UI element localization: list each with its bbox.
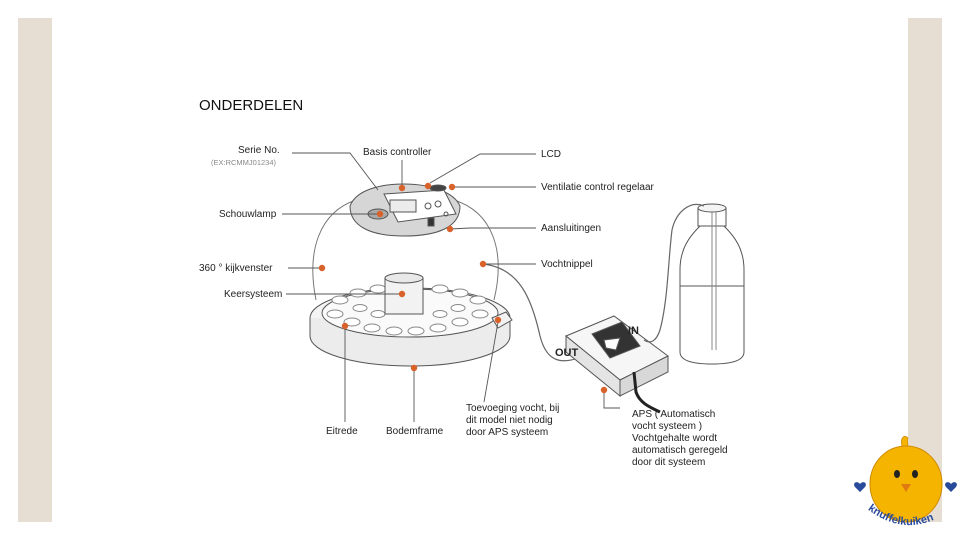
label-bodemframe: Bodemframe bbox=[386, 426, 444, 437]
marker-aansluitingen bbox=[446, 225, 454, 233]
label-aps-line-2: vocht systeem ) bbox=[632, 421, 702, 432]
label-toevoeging-line-1: Toevoeging vocht, bij bbox=[466, 403, 559, 414]
label-eitrede: Eitrede bbox=[326, 426, 358, 437]
part-markers bbox=[318, 182, 608, 394]
label-basis-controller: Basis controller bbox=[363, 147, 432, 158]
right-side-bar bbox=[908, 18, 942, 522]
label-aps-line-3: Vochtgehalte wordt bbox=[632, 433, 717, 444]
knuffelkuiken-logo: knuffelkuiken bbox=[854, 436, 957, 528]
marker-eitrede bbox=[341, 322, 349, 330]
marker-vochtnippel bbox=[479, 260, 487, 268]
marker-toevoeging bbox=[494, 316, 502, 324]
label-ventilatie: Ventilatie control regelaar bbox=[541, 182, 655, 193]
label-aps-line-1: APS ( Automatisch bbox=[632, 409, 715, 420]
water-bottle bbox=[679, 203, 745, 365]
label-vochtnippel: Vochtnippel bbox=[541, 259, 593, 270]
diagram-title: ONDERDELEN bbox=[199, 97, 303, 114]
left-side-bar bbox=[18, 18, 52, 522]
label-aps-line-4: automatisch geregeld bbox=[632, 445, 728, 456]
marker-schouwlamp bbox=[376, 210, 384, 218]
label-schouwlamp: Schouwlamp bbox=[219, 209, 277, 220]
label-aansluitingen: Aansluitingen bbox=[541, 223, 601, 234]
aps-device bbox=[565, 315, 669, 398]
water-tube-out bbox=[482, 263, 585, 362]
label-toevoeging-line-3: door APS systeem bbox=[466, 427, 548, 438]
label-toevoeging-line-2: dit model niet nodig bbox=[466, 415, 553, 426]
heart-icon bbox=[854, 482, 866, 492]
label-lcd: LCD bbox=[541, 149, 561, 160]
marker-lcd bbox=[424, 182, 432, 190]
label-out: OUT bbox=[555, 347, 579, 359]
label-serie-example: (EX:RCMMJ01234) bbox=[211, 158, 277, 167]
marker-basis-controller bbox=[398, 184, 406, 192]
leader-lines bbox=[282, 152, 620, 422]
incubator-drawing bbox=[309, 183, 513, 367]
marker-kijkvenster bbox=[318, 264, 326, 272]
marker-keersysteem bbox=[398, 290, 406, 298]
label-in: IN bbox=[628, 325, 639, 337]
heart-icon bbox=[945, 482, 957, 492]
label-kijkvenster: 360 ° kijkvenster bbox=[199, 263, 273, 274]
marker-bodemframe bbox=[410, 364, 418, 372]
label-keersysteem: Keersysteem bbox=[224, 289, 282, 300]
egg-tray bbox=[326, 284, 489, 336]
marker-aps bbox=[600, 386, 608, 394]
label-aps-line-5: door dit systeem bbox=[632, 457, 705, 468]
water-tube-in bbox=[643, 203, 705, 343]
label-serie-no: Serie No. bbox=[238, 145, 280, 156]
marker-ventilatie bbox=[448, 183, 456, 191]
aps-cable bbox=[632, 371, 661, 414]
